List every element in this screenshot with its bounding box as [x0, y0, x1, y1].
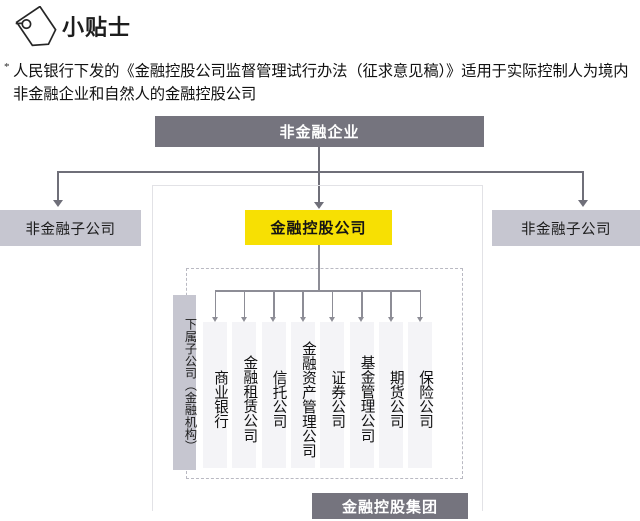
connector-drop-left	[57, 170, 60, 202]
node-financial-holding-company: 金融控股公司	[245, 210, 392, 245]
node-label: 非金融子公司	[521, 221, 611, 238]
tag-icon	[15, 6, 57, 47]
subsidiary-column-8: 保险公司	[408, 322, 434, 468]
connector-fan-horizontal	[215, 290, 420, 292]
subsidiary-column-5: 证券公司	[320, 322, 346, 468]
connector-drop-3	[273, 290, 275, 318]
node-financial-holding-group: 金融控股集团	[310, 491, 470, 521]
subsidiary-column-6: 基金管理公司	[349, 322, 375, 468]
node-non-financial-enterprise: 非金融企业	[155, 116, 484, 147]
subsidiary-column-3: 信托公司	[261, 322, 287, 468]
subsidiary-column-4: 金融资产管理公司	[290, 322, 316, 468]
arrow-2	[241, 317, 248, 322]
arrow-center	[314, 202, 324, 209]
connector-drop-1	[214, 290, 217, 318]
subsidiaries-sidebar-label: 下属子公司（金融机构）	[173, 295, 197, 470]
connector-drop-7	[390, 290, 392, 318]
connector-trunk-top	[318, 147, 321, 172]
arrow-4	[299, 317, 306, 322]
subsidiary-label: 金融资产管理公司	[299, 340, 316, 458]
subsidiary-label: 金融租赁公司	[241, 355, 258, 443]
node-label: 非金融子公司	[25, 221, 116, 238]
subsidiary-column-1: 商业银行	[203, 322, 228, 468]
subsidiary-label: 证券公司	[329, 369, 346, 429]
subsidiary-label: 信托公司	[270, 369, 287, 429]
arrow-8	[416, 317, 423, 322]
connector-drop-6	[361, 290, 363, 318]
subsidiary-column-7: 期货公司	[378, 322, 404, 468]
arrow-left	[53, 200, 63, 207]
node-non-financial-subsidiary-left: 非金融子公司	[0, 210, 141, 246]
connector-split-horizontal	[57, 170, 584, 173]
note-marker: *	[4, 61, 10, 73]
connector-drop-5	[331, 290, 334, 318]
connector-drop-2	[243, 290, 246, 318]
arrow-6	[358, 317, 365, 322]
node-label: 金融控股集团	[341, 499, 438, 516]
connector-drop-8	[419, 290, 422, 318]
node-non-financial-subsidiary-right: 非金融子公司	[492, 210, 640, 246]
note-text: 人民银行下发的《金融控股公司监督管理试行办法（征求意见稿）》适用于实际控制人为境…	[13, 63, 629, 103]
node-label: 金融控股公司	[270, 221, 367, 237]
holding-group-container	[152, 185, 483, 511]
arrow-1	[211, 317, 218, 322]
arrow-7	[387, 317, 394, 322]
subsidiary-column-2: 金融租赁公司	[232, 322, 258, 468]
connector-trunk-center-lower	[318, 245, 320, 291]
arrow-right	[577, 200, 588, 207]
node-label: 非金融企业	[279, 125, 360, 141]
connector-drop-right	[581, 170, 584, 202]
connector-drop-center	[318, 170, 321, 204]
arrow-3	[270, 317, 277, 322]
arrow-5	[329, 317, 335, 322]
subsidiary-label: 期货公司	[387, 369, 404, 429]
connector-drop-4	[302, 290, 304, 318]
sidebar-label-text: 下属子公司（金融机构）	[183, 317, 197, 453]
subsidiary-label: 商业银行	[212, 369, 228, 429]
subsidiary-label: 基金管理公司	[358, 355, 375, 443]
subsidiary-label: 保险公司	[417, 369, 434, 429]
page-title: 小贴士	[62, 15, 132, 40]
